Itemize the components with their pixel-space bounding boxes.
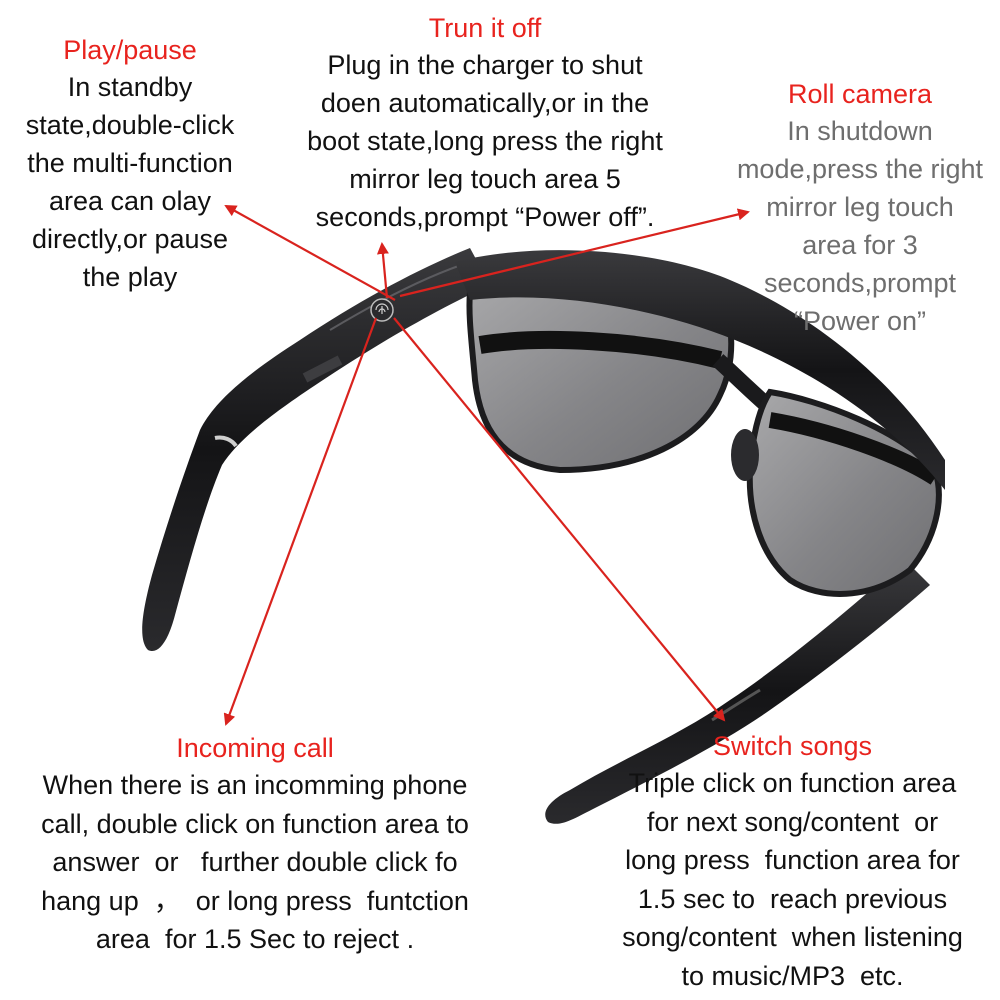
callout-line: When there is an incomming phone xyxy=(42,770,468,800)
arrow-switch-songs xyxy=(393,317,726,722)
callout-line: hang up ， or long press funtction xyxy=(41,885,469,916)
callout-line: area for 1.5 Sec to reject . xyxy=(95,924,415,954)
callout-incoming-call: Incoming call When there is an incomming… xyxy=(0,730,510,959)
callout-roll-camera: Roll camera In shutdown mode,press the r… xyxy=(720,76,1000,340)
callout-line: Plug in the charger to shut xyxy=(327,50,643,80)
arrow-roll-camera xyxy=(399,208,750,298)
callout-title: Trun it off xyxy=(428,13,542,43)
callout-play-pause: Play/pause In standby state,double-click… xyxy=(0,32,260,296)
callout-line: long press function area for xyxy=(625,845,960,875)
callout-title: Roll camera xyxy=(787,79,933,109)
callout-line: seconds,prompt “Power off”. xyxy=(315,202,655,232)
callout-title: Play/pause xyxy=(63,35,197,65)
callout-line: mirror leg touch xyxy=(766,192,954,222)
callout-line: to music/MP3 etc. xyxy=(681,960,904,991)
callout-line: area for 3 xyxy=(802,230,918,260)
callout-line: seconds,prompt xyxy=(763,268,957,298)
fingerprint-icon xyxy=(370,298,394,322)
callout-line: for next song/content or xyxy=(646,806,939,837)
callout-line: Triple click on function area xyxy=(628,768,957,798)
nose-pad xyxy=(731,429,759,481)
callout-line: state,double-click xyxy=(25,110,235,140)
callout-line: area can olay xyxy=(48,186,212,216)
callout-line: In shutdown xyxy=(787,116,933,146)
callout-line: mirror leg touch area 5 xyxy=(349,164,621,194)
arrow-turn-off xyxy=(376,242,389,299)
callout-line: In standby xyxy=(67,72,193,102)
callout-line: boot state,long press the right xyxy=(307,126,663,156)
callout-title: Incoming call xyxy=(176,733,334,763)
callout-line: 1.5 sec to reach previous xyxy=(637,883,948,914)
callout-line: call, double click on function area to xyxy=(41,808,469,839)
callout-line: the play xyxy=(82,262,178,292)
callout-arrows xyxy=(223,205,750,726)
left-temple-arm xyxy=(142,248,490,652)
callout-line: doen automatically,or in the xyxy=(320,88,650,118)
callout-line: song/content when listening xyxy=(622,922,963,952)
frame-brow xyxy=(455,250,945,490)
arrow-play-pause xyxy=(224,205,396,301)
callout-line: answer or further double click fo xyxy=(52,847,458,877)
callout-line: the multi-function xyxy=(27,148,233,178)
callout-line: directly,or pause xyxy=(31,224,229,254)
left-lens xyxy=(466,272,735,474)
callout-title: Switch songs xyxy=(712,731,873,761)
arrow-incoming-call xyxy=(223,317,378,726)
callout-line: mode,press the right xyxy=(736,154,984,184)
callout-turn-off: Trun it off Plug in the charger to shut … xyxy=(270,10,700,236)
callout-switch-songs: Switch songs Triple click on function ar… xyxy=(585,728,1000,995)
callout-line: “Power on” xyxy=(793,306,927,336)
